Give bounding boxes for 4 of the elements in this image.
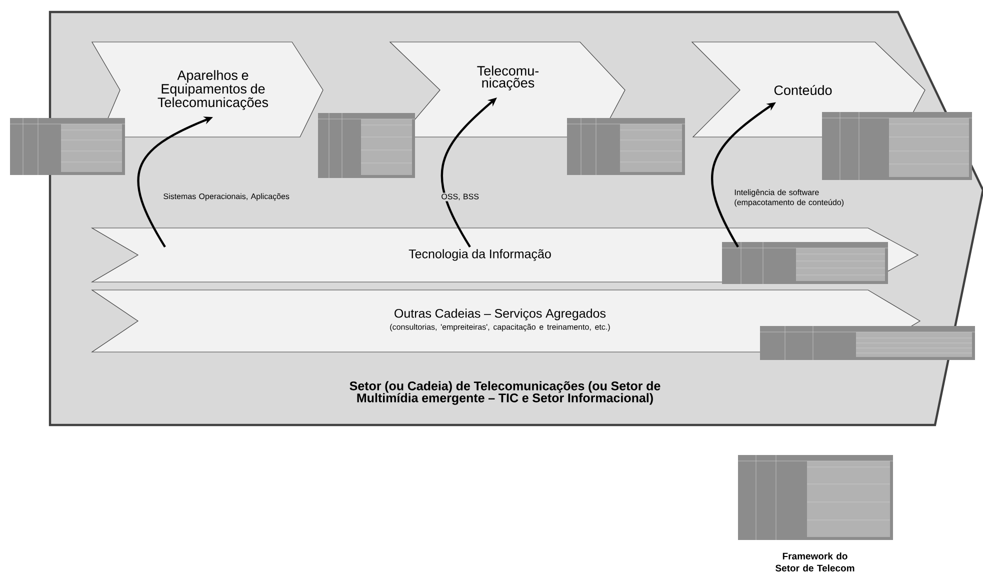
edge-label: Inteligência de software (empacotamento de conteúdo): [734, 189, 844, 207]
edge-label: OSS, BSS: [442, 194, 479, 200]
figure-caption: Framework do Setor de Telecom: [776, 552, 854, 572]
edge-label: Sistemas Operacionais, Aplicações: [164, 193, 290, 201]
